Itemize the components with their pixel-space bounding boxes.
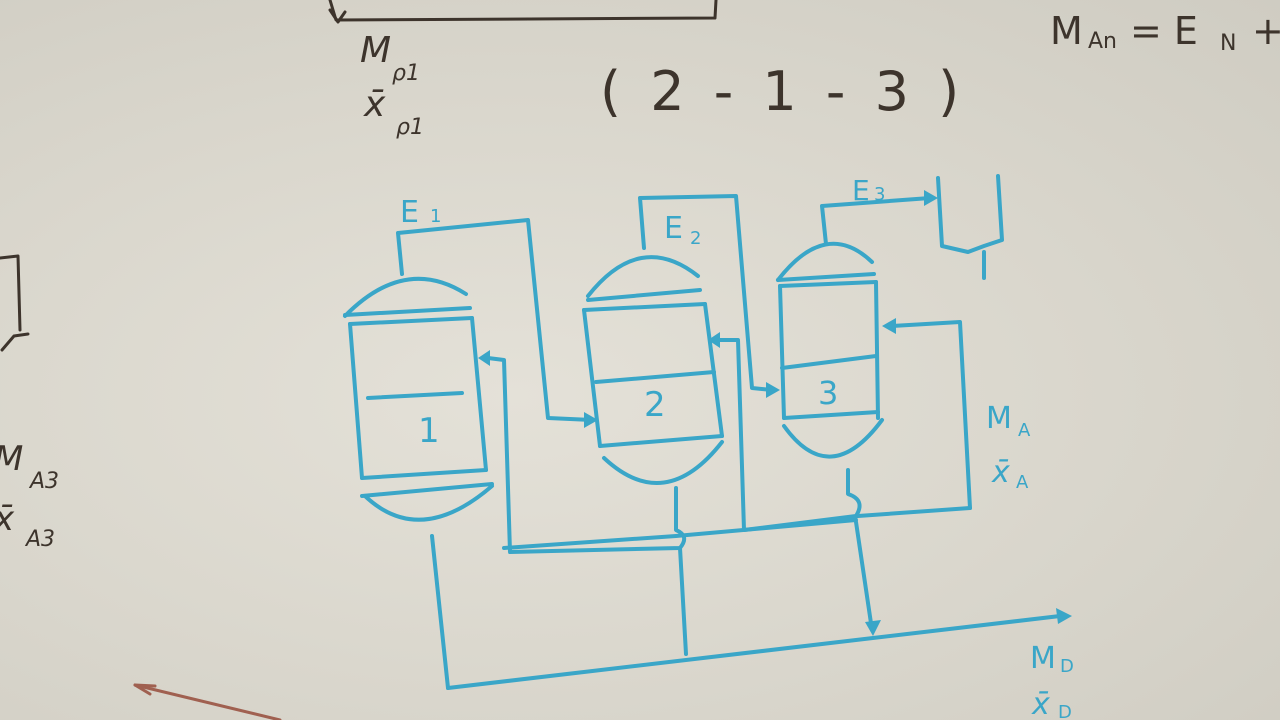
svg-text:E: E — [400, 195, 419, 230]
svg-text:E: E — [664, 211, 683, 246]
label-x-a3: x̄ A3 — [0, 499, 55, 552]
svg-text:3: 3 — [874, 184, 885, 205]
label-product-x: x̄ D — [1031, 687, 1072, 720]
svg-text:D: D — [1058, 702, 1072, 720]
svg-text:N: N — [1220, 31, 1236, 56]
crossover-line — [502, 518, 858, 550]
svg-text:ρ1: ρ1 — [396, 115, 424, 140]
svg-text:+: + — [1252, 9, 1280, 53]
svg-text:M: M — [360, 30, 391, 71]
svg-text:M: M — [0, 439, 23, 479]
svg-text:= E: = E — [1130, 9, 1198, 53]
label-m-p1: M ρ1 — [360, 30, 420, 86]
feed-line — [882, 318, 972, 510]
effect-3-label: 3 — [818, 374, 838, 412]
svg-text:A3: A3 — [28, 469, 59, 494]
label-m-a3: M A3 — [0, 439, 59, 494]
vapor-line-e3 — [820, 190, 938, 246]
label-m-an-equation: M An = E N + — [1050, 9, 1280, 56]
vapor-line-e1 — [396, 218, 598, 428]
vapor-line-e2 — [638, 194, 780, 398]
svg-text:ρ1: ρ1 — [392, 61, 420, 86]
svg-text:E: E — [852, 174, 870, 207]
svg-text:x̄: x̄ — [363, 84, 386, 125]
svg-text:M: M — [1030, 641, 1056, 676]
label-e2: E 2 — [664, 211, 701, 249]
effect-1-label: 1 — [418, 411, 440, 451]
pointer-line — [133, 683, 282, 720]
effect-2-label: 2 — [644, 385, 666, 425]
sequence-label: ( 2 - 1 - 3 ) — [600, 60, 965, 123]
label-x-p1: x̄ ρ1 — [363, 84, 424, 140]
svg-text:An: An — [1088, 29, 1117, 54]
svg-text:x̄: x̄ — [991, 455, 1010, 490]
svg-text:A3: A3 — [24, 527, 55, 552]
svg-text:1: 1 — [430, 206, 441, 227]
top-box-fragment — [328, 0, 718, 24]
evaporator-effect-3 — [776, 241, 884, 459]
svg-text:D: D — [1060, 656, 1074, 677]
svg-text:2: 2 — [690, 228, 701, 249]
product-drains — [430, 520, 1072, 690]
svg-text:x̄: x̄ — [1031, 687, 1050, 720]
condenser — [936, 174, 1004, 280]
liquid-line-2-to-1 — [478, 350, 687, 554]
label-e3: E 3 — [852, 174, 885, 207]
svg-text:A: A — [1018, 420, 1031, 441]
label-feed-m: M A — [986, 401, 1031, 441]
label-e1: E 1 — [400, 195, 441, 230]
label-product-m: M D — [1030, 641, 1074, 677]
svg-text:M: M — [986, 401, 1012, 436]
evaporator-diagram: 1 2 3 E — [343, 174, 1074, 720]
svg-text:M: M — [1050, 9, 1083, 53]
evaporator-effect-2 — [582, 255, 724, 485]
left-edge-fragment — [0, 254, 30, 352]
label-feed-x: x̄ A — [991, 455, 1029, 493]
evaporator-effect-1 — [343, 276, 494, 522]
svg-text:x̄: x̄ — [0, 499, 15, 539]
svg-text:A: A — [1016, 472, 1029, 493]
